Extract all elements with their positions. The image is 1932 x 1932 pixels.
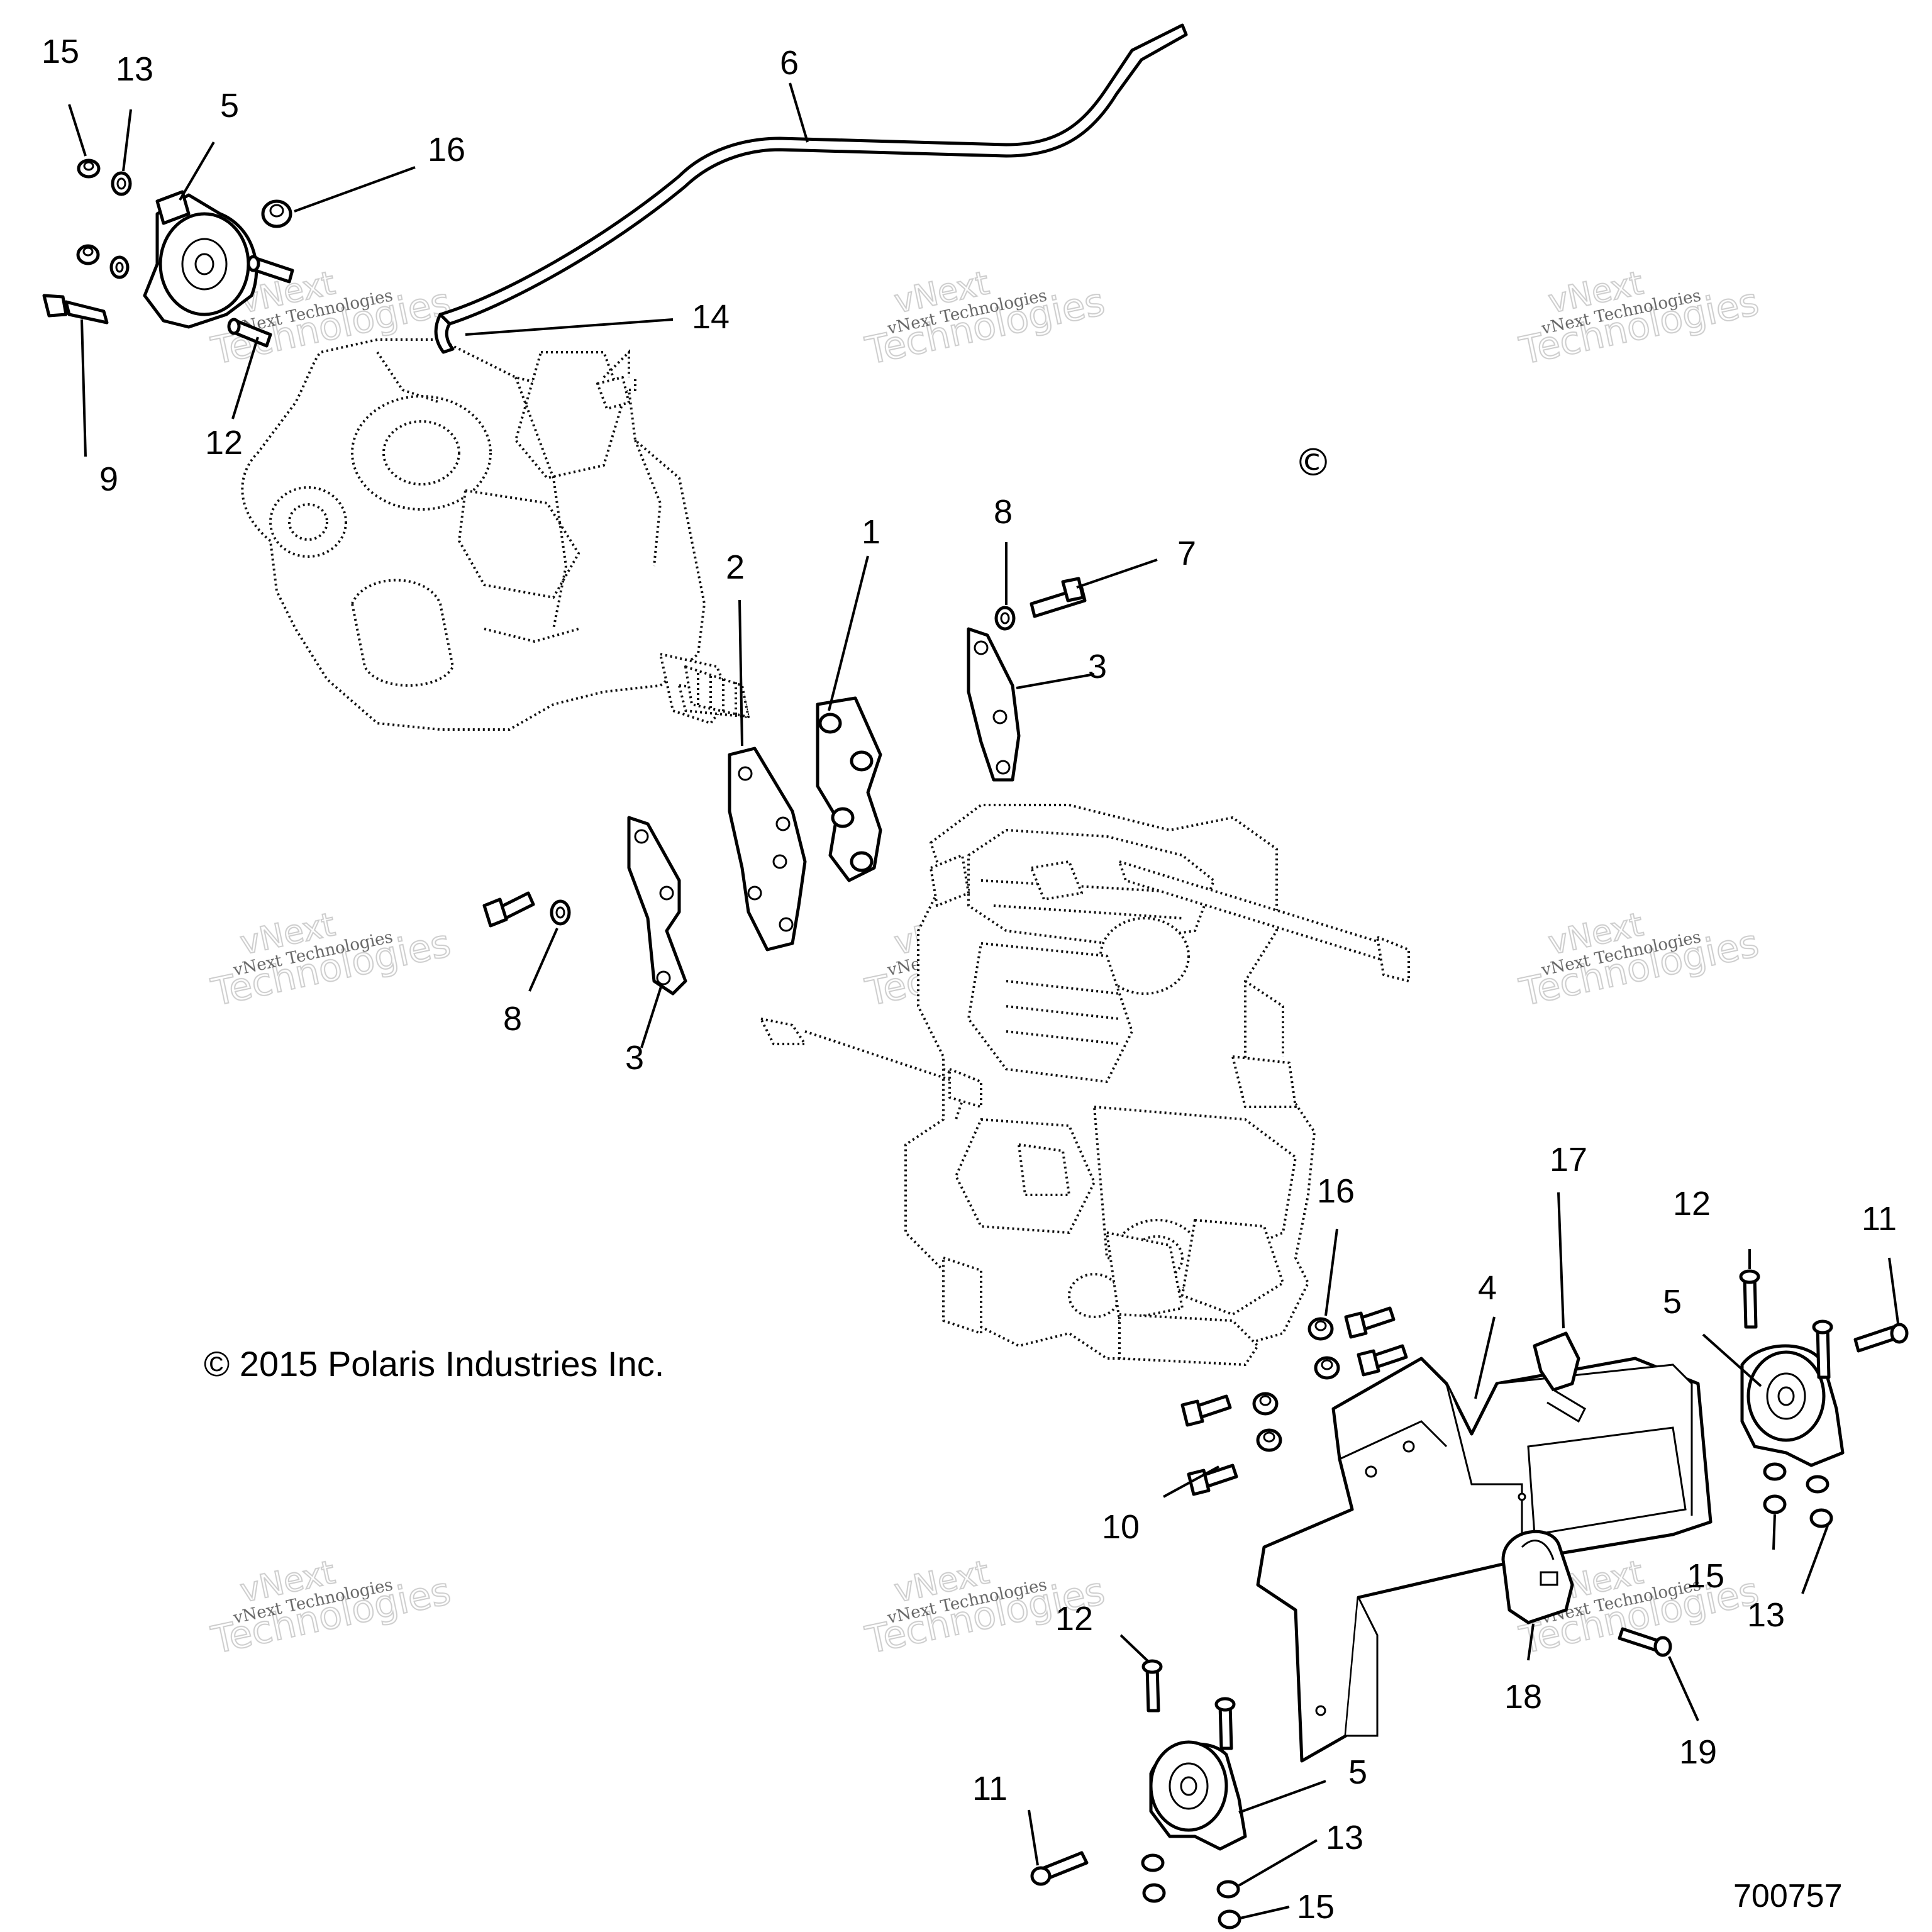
callout-11-bottom: 11 xyxy=(972,1770,1008,1807)
engine-mount-5-right xyxy=(1740,1344,1845,1467)
clamp-18 xyxy=(1501,1530,1574,1624)
callout-13-upper: 13 xyxy=(116,50,153,88)
engine-mount-bracket-4 xyxy=(1256,1357,1713,1763)
callout-12-bottom: 12 xyxy=(1055,1600,1093,1638)
callout-6: 6 xyxy=(780,44,799,82)
mount-plate-3-lower xyxy=(627,816,687,996)
bolt-11-bottom xyxy=(1030,1851,1089,1886)
bolt-9 xyxy=(42,294,109,325)
bolt-upper-a xyxy=(247,255,294,284)
mount-bracket-1 xyxy=(816,696,882,882)
bolt-8-lower xyxy=(482,891,535,928)
nut-15-upper xyxy=(77,158,101,179)
callout-5-upper: 5 xyxy=(220,87,239,125)
copyright-text: © 2015 Polaris Industries Inc. xyxy=(204,1344,664,1384)
callout-3-upper: 3 xyxy=(1088,648,1107,686)
callout-13-bottom: 13 xyxy=(1326,1819,1363,1857)
nut-right-b xyxy=(1809,1508,1833,1528)
bolt-19 xyxy=(1618,1627,1672,1657)
callout-16-upper: 16 xyxy=(428,131,465,169)
bolt-11-right xyxy=(1853,1323,1909,1353)
engine xyxy=(760,804,1410,1366)
mount-plate-3-upper xyxy=(967,627,1021,782)
nut-15-right xyxy=(1763,1494,1787,1514)
callout-5-right: 5 xyxy=(1663,1283,1682,1321)
flange-nut-16-upper xyxy=(261,199,292,228)
watermark-6: vNext Technologies vNext Technologies xyxy=(1515,905,1763,1015)
callout-17: 17 xyxy=(1550,1141,1587,1179)
nut-15-bottom xyxy=(1218,1909,1241,1929)
callout-13-right: 13 xyxy=(1747,1596,1785,1634)
callout-10: 10 xyxy=(1102,1508,1140,1546)
washer-13-upper xyxy=(111,171,132,196)
mount-upper-left xyxy=(42,158,294,348)
washer-8-lower xyxy=(550,899,571,926)
watermark-7: vNext Technologies vNext Technologies xyxy=(207,1553,455,1663)
engine-mount-5-bottom xyxy=(1149,1740,1247,1851)
callout-4: 4 xyxy=(1478,1269,1497,1307)
bolt-bottom-b xyxy=(1214,1697,1236,1750)
callout-7: 7 xyxy=(1177,535,1196,572)
callout-8-upper: 8 xyxy=(994,493,1013,531)
callout-16-lower: 16 xyxy=(1317,1172,1355,1210)
mount-bracket-2 xyxy=(728,747,807,952)
callout-11-right: 11 xyxy=(1862,1200,1897,1238)
vent-hose-6 xyxy=(434,23,1188,354)
copyright-mark: © xyxy=(1294,441,1332,485)
washer-13-bottom xyxy=(1216,1880,1240,1899)
watermark-2: vNext Technologies vNext Technologies xyxy=(861,264,1109,374)
bolt-12-bottom xyxy=(1141,1659,1163,1713)
bolt-12-right xyxy=(1739,1269,1760,1329)
washer-13-right xyxy=(1806,1475,1829,1494)
callout-1: 1 xyxy=(862,513,880,551)
callout-19: 19 xyxy=(1679,1733,1717,1771)
callout-5-bottom: 5 xyxy=(1348,1753,1367,1791)
callout-14: 14 xyxy=(692,298,730,336)
washer-bottom-a xyxy=(1141,1853,1165,1872)
callout-15-right: 15 xyxy=(1687,1557,1724,1595)
leader-lines xyxy=(68,82,1899,1919)
bolt-12-upper xyxy=(227,318,272,348)
clip-17 xyxy=(1533,1331,1586,1423)
bolt-7 xyxy=(1030,577,1087,618)
nut-bottom-a xyxy=(1142,1883,1166,1903)
callout-2: 2 xyxy=(726,548,745,586)
callout-labels: 15 13 5 16 6 14 12 9 2 1 8 7 3 8 3 16 17… xyxy=(42,33,1897,1926)
washer-right-a xyxy=(1763,1462,1787,1481)
bolts-10-group xyxy=(1180,1306,1408,1496)
callout-12-upper: 12 xyxy=(205,424,243,462)
washer-8-upper xyxy=(994,606,1016,631)
watermark-4: vNext Technologies vNext Technologies xyxy=(207,905,455,1015)
transmission xyxy=(241,338,750,731)
callout-9: 9 xyxy=(99,460,118,498)
document-number: 700757 xyxy=(1733,1878,1843,1914)
callout-15-bottom: 15 xyxy=(1297,1888,1335,1926)
engine-mount-5-upper xyxy=(143,190,258,329)
callout-12-right: 12 xyxy=(1673,1185,1711,1223)
callout-18: 18 xyxy=(1504,1678,1542,1716)
callout-15-upper: 15 xyxy=(42,33,79,70)
watermark-3: vNext Technologies vNext Technologies xyxy=(1515,264,1763,374)
bolt-right-b xyxy=(1812,1319,1833,1379)
watermark-8: vNext Technologies vNext Technologies xyxy=(861,1553,1109,1663)
callout-8-lower: 8 xyxy=(503,1000,522,1038)
svg-text:©: © xyxy=(1294,441,1332,485)
callout-3-lower: 3 xyxy=(625,1039,644,1077)
